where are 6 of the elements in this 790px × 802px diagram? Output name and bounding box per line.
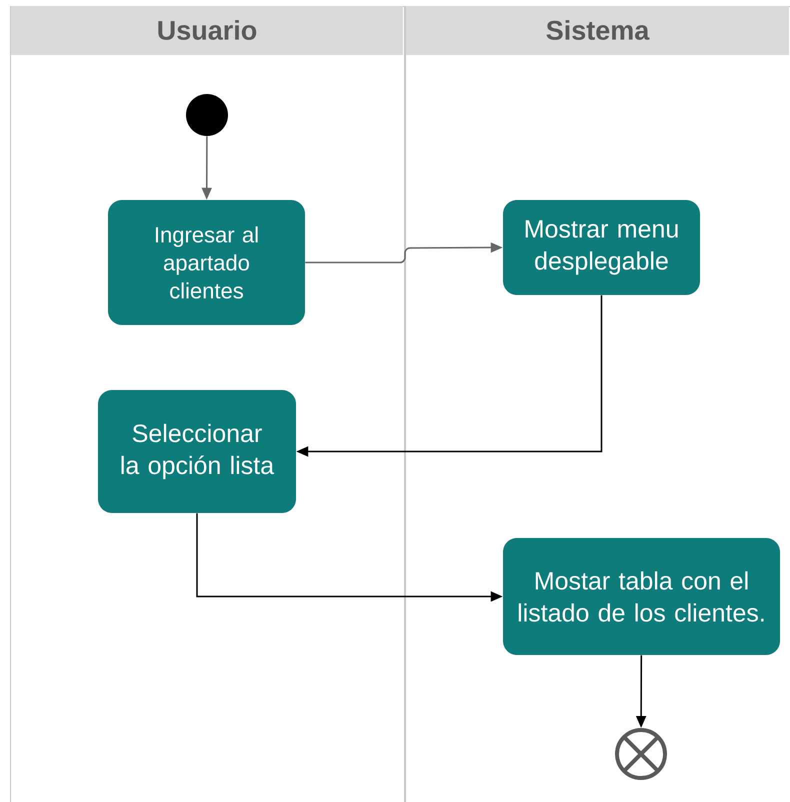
start-node — [186, 94, 228, 136]
action-box: Mostar tabla con el listado de los clientes. — [503, 538, 780, 655]
action-box: Mostrar menu desplegable — [503, 200, 700, 295]
action-box: Ingresar al apartado clientes — [108, 200, 305, 325]
end-node — [615, 728, 667, 780]
action-box: Seleccionar la opción lista — [98, 390, 296, 513]
